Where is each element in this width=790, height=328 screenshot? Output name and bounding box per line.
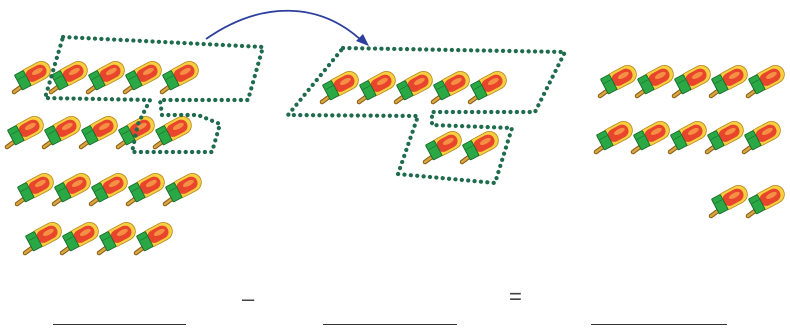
popsicle-icon	[462, 128, 502, 162]
popsicle-icon	[54, 170, 94, 204]
popsicle-collection	[7, 58, 788, 253]
minus-sign: –	[242, 286, 255, 311]
popsicle-icon	[88, 58, 128, 92]
popsicle-icon	[162, 58, 202, 92]
popsicle-icon	[711, 62, 751, 96]
popsicle-icon	[744, 118, 784, 152]
popsicle-icon	[470, 68, 510, 102]
popsicle-icon	[674, 62, 714, 96]
popsicle-icon	[633, 118, 673, 152]
answer-blank-2[interactable]	[323, 324, 457, 325]
popsicle-icon	[425, 128, 465, 162]
curved-arrow-icon	[205, 9, 363, 42]
popsicle-icon	[91, 170, 131, 204]
popsicle-icon	[396, 68, 436, 102]
arrowhead-icon	[356, 34, 369, 46]
popsicle-icon	[17, 170, 57, 204]
popsicle-icon	[596, 118, 636, 152]
popsicle-icon	[7, 113, 47, 147]
removed-group-outline	[42, 34, 266, 155]
equals-sign: =	[509, 284, 522, 309]
moved-group-outline	[285, 45, 568, 186]
popsicle-icon	[359, 68, 399, 102]
popsicle-icon	[748, 62, 788, 96]
popsicle-icon	[322, 68, 362, 102]
popsicle-icon	[155, 113, 195, 147]
popsicle-icon	[748, 182, 788, 216]
answer-blank-3[interactable]	[591, 324, 727, 325]
popsicle-icon	[707, 118, 747, 152]
popsicle-icon	[670, 118, 710, 152]
popsicle-icon	[136, 219, 176, 253]
popsicle-icon	[25, 219, 65, 253]
answer-blank-1[interactable]	[53, 324, 186, 325]
popsicle-icon	[44, 113, 84, 147]
popsicle-icon	[128, 170, 168, 204]
popsicle-icon	[125, 58, 165, 92]
popsicle-icon	[165, 170, 205, 204]
popsicle-icon	[99, 219, 139, 253]
popsicle-icon	[711, 182, 751, 216]
popsicle-icon	[62, 219, 102, 253]
popsicle-icon	[600, 62, 640, 96]
popsicle-icon	[637, 62, 677, 96]
popsicle-icon	[81, 113, 121, 147]
popsicle-icon	[433, 68, 473, 102]
